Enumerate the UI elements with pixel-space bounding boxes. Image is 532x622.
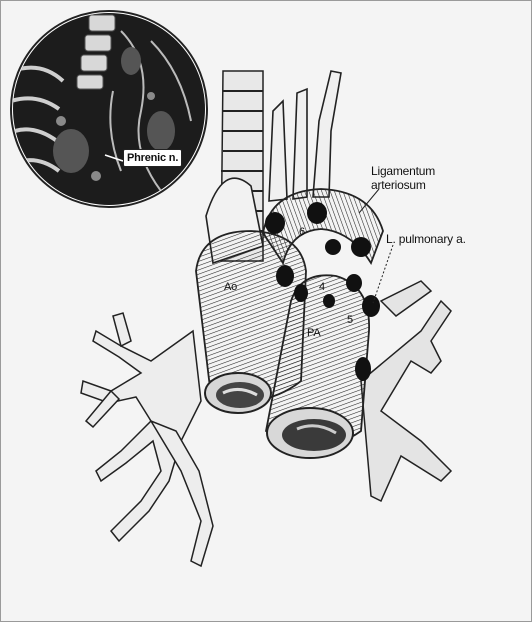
phrenic-nerve-label: Phrenic n. [123, 149, 182, 167]
node-station-6-label: 6 [299, 225, 305, 239]
pulmonary-leader-line [373, 245, 393, 303]
bronchial-tree-right-lung [81, 313, 213, 566]
ligamentum-line-1: Ligamentum [371, 164, 435, 178]
inset-magnified-view [1, 1, 221, 221]
node-station-4-label: 4 [319, 280, 325, 294]
pulmonary-artery-label: PA [307, 326, 320, 340]
aorta-label: Ao [224, 280, 237, 294]
ligamentum-arteriosum-label: Ligamentum arteriosum [371, 164, 435, 192]
left-pulmonary-artery-label: L. pulmonary a. [386, 232, 466, 246]
ligamentum-line-2: arteriosum [371, 178, 435, 192]
node-station-5-label: 5 [347, 313, 353, 327]
great-vessels [269, 71, 341, 201]
